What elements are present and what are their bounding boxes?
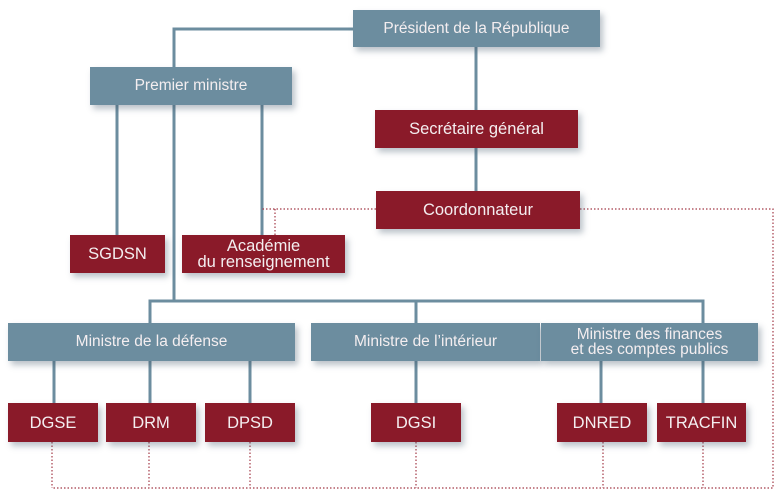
president-box: Président de la République xyxy=(353,10,600,47)
ministre-finances-label-line1: Ministre des finances xyxy=(576,326,723,343)
drm-box: DRM xyxy=(106,403,196,442)
dgse-label: DGSE xyxy=(29,413,77,432)
dnred-label: DNRED xyxy=(572,413,632,432)
ministre-interieur-label: Ministre de l’intérieur xyxy=(354,333,497,350)
finances-to-agencies-lines xyxy=(599,361,705,403)
tracfin-label: TRACFIN xyxy=(665,413,738,432)
coordination-dotted-lines xyxy=(51,208,774,489)
defense-to-agencies-lines xyxy=(52,361,252,403)
ministre-interieur-box: Ministre de l’intérieur xyxy=(311,323,540,361)
secretaire-general-box: Secrétaire général xyxy=(375,110,578,148)
dnred-box: DNRED xyxy=(557,403,647,442)
academie-label-line2: du renseignement xyxy=(197,253,330,271)
secretaire-general-label: Secrétaire général xyxy=(409,120,544,138)
president-label: Président de la République xyxy=(383,19,570,37)
dgsi-box: DGSI xyxy=(371,403,461,442)
sgdsn-box: SGDSN xyxy=(70,235,165,273)
dgse-box: DGSE xyxy=(8,403,98,442)
academie-label-line1: Académie xyxy=(226,237,301,255)
ministre-defense-box: Ministre de la défense xyxy=(8,323,295,361)
dpsd-box: DPSD xyxy=(205,403,295,442)
drm-label: DRM xyxy=(132,413,170,432)
premier-ministre-box: Premier ministre xyxy=(90,67,292,105)
dpsd-label: DPSD xyxy=(227,413,273,432)
tracfin-box: TRACFIN xyxy=(657,403,746,442)
ministre-defense-label: Ministre de la défense xyxy=(75,333,228,350)
ministers-bar-line xyxy=(148,299,705,323)
hierarchy-lines xyxy=(52,27,705,403)
coordonnateur-label: Coordonnateur xyxy=(422,201,534,219)
coordonnateur-box: Coordonnateur xyxy=(376,191,580,229)
president-to-premier-line xyxy=(172,27,353,67)
dgsi-label: DGSI xyxy=(395,413,437,432)
ministre-finances-label-line2: et des comptes publics xyxy=(570,341,729,358)
premier-ministre-label: Premier ministre xyxy=(134,77,248,94)
sgdsn-label: SGDSN xyxy=(88,245,147,263)
